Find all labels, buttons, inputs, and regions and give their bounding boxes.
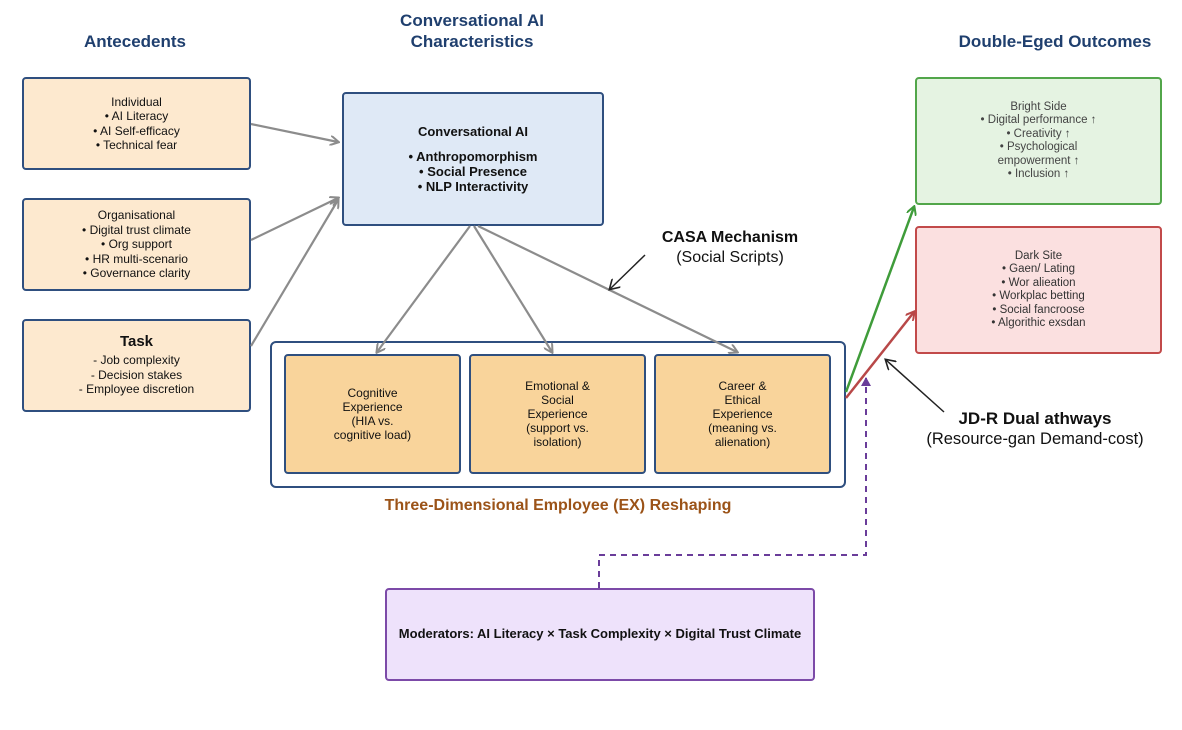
casa-subtitle: (Social Scripts) bbox=[676, 249, 784, 266]
arrow-ai-to-emotional bbox=[473, 225, 552, 352]
jdr-subtitle: (Resource-gan Demand-cost) bbox=[926, 430, 1144, 448]
casa-title: CASA Mechanism bbox=[661, 229, 799, 246]
experience-line: (HIA vs. bbox=[351, 414, 394, 428]
bright-side-item: • Creativity ↑ bbox=[1006, 127, 1071, 140]
experience-line: Social bbox=[541, 393, 574, 407]
emotional-social-experience-box: Emotional & Social Experience (support v… bbox=[469, 354, 646, 474]
arrow-organisational-to-ai bbox=[250, 198, 338, 241]
jdr-pathways-label: JD-R Dual athways (Resource-gan Demand-c… bbox=[895, 408, 1175, 450]
dark-side-item: • Social fancroose bbox=[992, 303, 1085, 316]
individual-item: • AI Literacy bbox=[104, 109, 169, 123]
dark-side-item: • Gaen/ Lating bbox=[1001, 263, 1076, 275]
conversational-ai-title: Conversational AI bbox=[417, 124, 529, 139]
experience-line: (support vs. bbox=[526, 421, 589, 435]
experience-line: Experience bbox=[342, 400, 403, 414]
ex-reshaping-label: Three-Dimensional Employee (EX) Reshapin… bbox=[384, 497, 732, 514]
dark-side-item: • Algorithic exsdan bbox=[991, 317, 1086, 329]
dark-side-box: Dark Site • Gaen/ Lating • Wor alieation… bbox=[915, 226, 1162, 354]
ai-characteristics-heading: Conversational AI Characteristics bbox=[362, 10, 582, 52]
organisational-item: • Governance clarity bbox=[82, 266, 191, 281]
moderators-box: Moderators: AI Literacy × Task Complexit… bbox=[385, 588, 815, 681]
experience-line: isolation) bbox=[533, 435, 582, 449]
bright-side-item: • Digital performance ↑ bbox=[980, 114, 1097, 126]
bright-side-title: Bright Side bbox=[1010, 100, 1067, 113]
antecedents-heading: Antecedents bbox=[83, 32, 187, 51]
arrow-individual-to-ai bbox=[250, 122, 338, 142]
jdr-title: JD-R Dual athways bbox=[958, 409, 1112, 428]
cognitive-experience-box: Cognitive Experience (HIA vs. cognitive … bbox=[284, 354, 461, 474]
casa-mechanism-label: CASA Mechanism (Social Scripts) bbox=[630, 228, 830, 268]
experience-line: cognitive load) bbox=[333, 428, 412, 442]
individual-item: • AI Self-efficacy bbox=[93, 123, 180, 138]
arrow-ai-to-cognitive bbox=[377, 225, 471, 352]
experience-line: Career & bbox=[718, 379, 767, 393]
arrow-ai-to-career bbox=[477, 225, 737, 352]
ai-characteristics-heading-line1: Conversational AI bbox=[400, 11, 544, 30]
arrow-ex-to-dark bbox=[845, 312, 914, 399]
moderators-text: Moderators: AI Literacy × Task Complexit… bbox=[398, 626, 802, 642]
organisational-item: • HR multi-scenario bbox=[85, 251, 188, 266]
bright-side-item: • Psychological bbox=[999, 141, 1078, 153]
experience-line: Experience bbox=[712, 407, 773, 421]
moderator-dashed-arrow bbox=[598, 377, 871, 588]
ai-characteristic-item: • NLP Interactivity bbox=[417, 179, 529, 194]
organisational-item: • Org support bbox=[101, 237, 172, 252]
ai-characteristics-heading-line2: Characteristics bbox=[410, 32, 534, 51]
bright-side-item: empowerment ↑ bbox=[997, 154, 1080, 167]
casa-pointer-arrow bbox=[610, 254, 646, 289]
dark-side-item: • Wor alieation bbox=[1001, 276, 1076, 289]
experience-line: Ethical bbox=[724, 393, 761, 407]
experience-line: Emotional & bbox=[525, 379, 590, 393]
outcomes-heading: Double-Eged Outcomes bbox=[958, 32, 1152, 51]
task-title: Task bbox=[119, 332, 154, 350]
task-item: - Decision stakes bbox=[90, 367, 183, 382]
task-antecedent-box: Task - Job complexity - Decision stakes … bbox=[22, 319, 251, 412]
conversational-ai-box: Conversational AI • Anthropomorphism • S… bbox=[342, 92, 604, 226]
experience-line: alienation) bbox=[714, 435, 771, 449]
dark-side-title: Dark Site bbox=[1014, 249, 1063, 262]
dark-side-item: • Workplac betting bbox=[992, 290, 1085, 302]
ai-characteristic-item: • Anthropomorphism bbox=[408, 149, 538, 164]
task-item: - Job complexity bbox=[93, 353, 180, 367]
task-item: - Employee discretion bbox=[78, 382, 195, 396]
jdr-pointer-arrow bbox=[886, 360, 945, 413]
ai-characteristic-item: • Social Presence bbox=[419, 164, 527, 179]
arrow-ex-to-bright bbox=[844, 207, 914, 393]
organisational-label: Organisational bbox=[97, 208, 176, 223]
bright-side-item: • Inclusion ↑ bbox=[1007, 168, 1070, 180]
individual-antecedent-box: Individual • AI Literacy • AI Self-effic… bbox=[22, 77, 251, 170]
career-ethical-experience-box: Career & Ethical Experience (meaning vs.… bbox=[654, 354, 831, 474]
arrow-task-to-ai bbox=[250, 200, 338, 347]
bright-side-box: Bright Side • Digital performance ↑ • Cr… bbox=[915, 77, 1162, 205]
experience-line: Cognitive bbox=[347, 386, 398, 400]
organisational-antecedent-box: Organisational • Digital trust climate •… bbox=[22, 198, 251, 291]
individual-label: Individual bbox=[111, 94, 162, 109]
organisational-item: • Digital trust climate bbox=[82, 222, 191, 237]
experience-line: (meaning vs. bbox=[708, 421, 777, 435]
individual-item: • Technical fear bbox=[95, 138, 178, 152]
experience-line: Experience bbox=[527, 407, 588, 421]
